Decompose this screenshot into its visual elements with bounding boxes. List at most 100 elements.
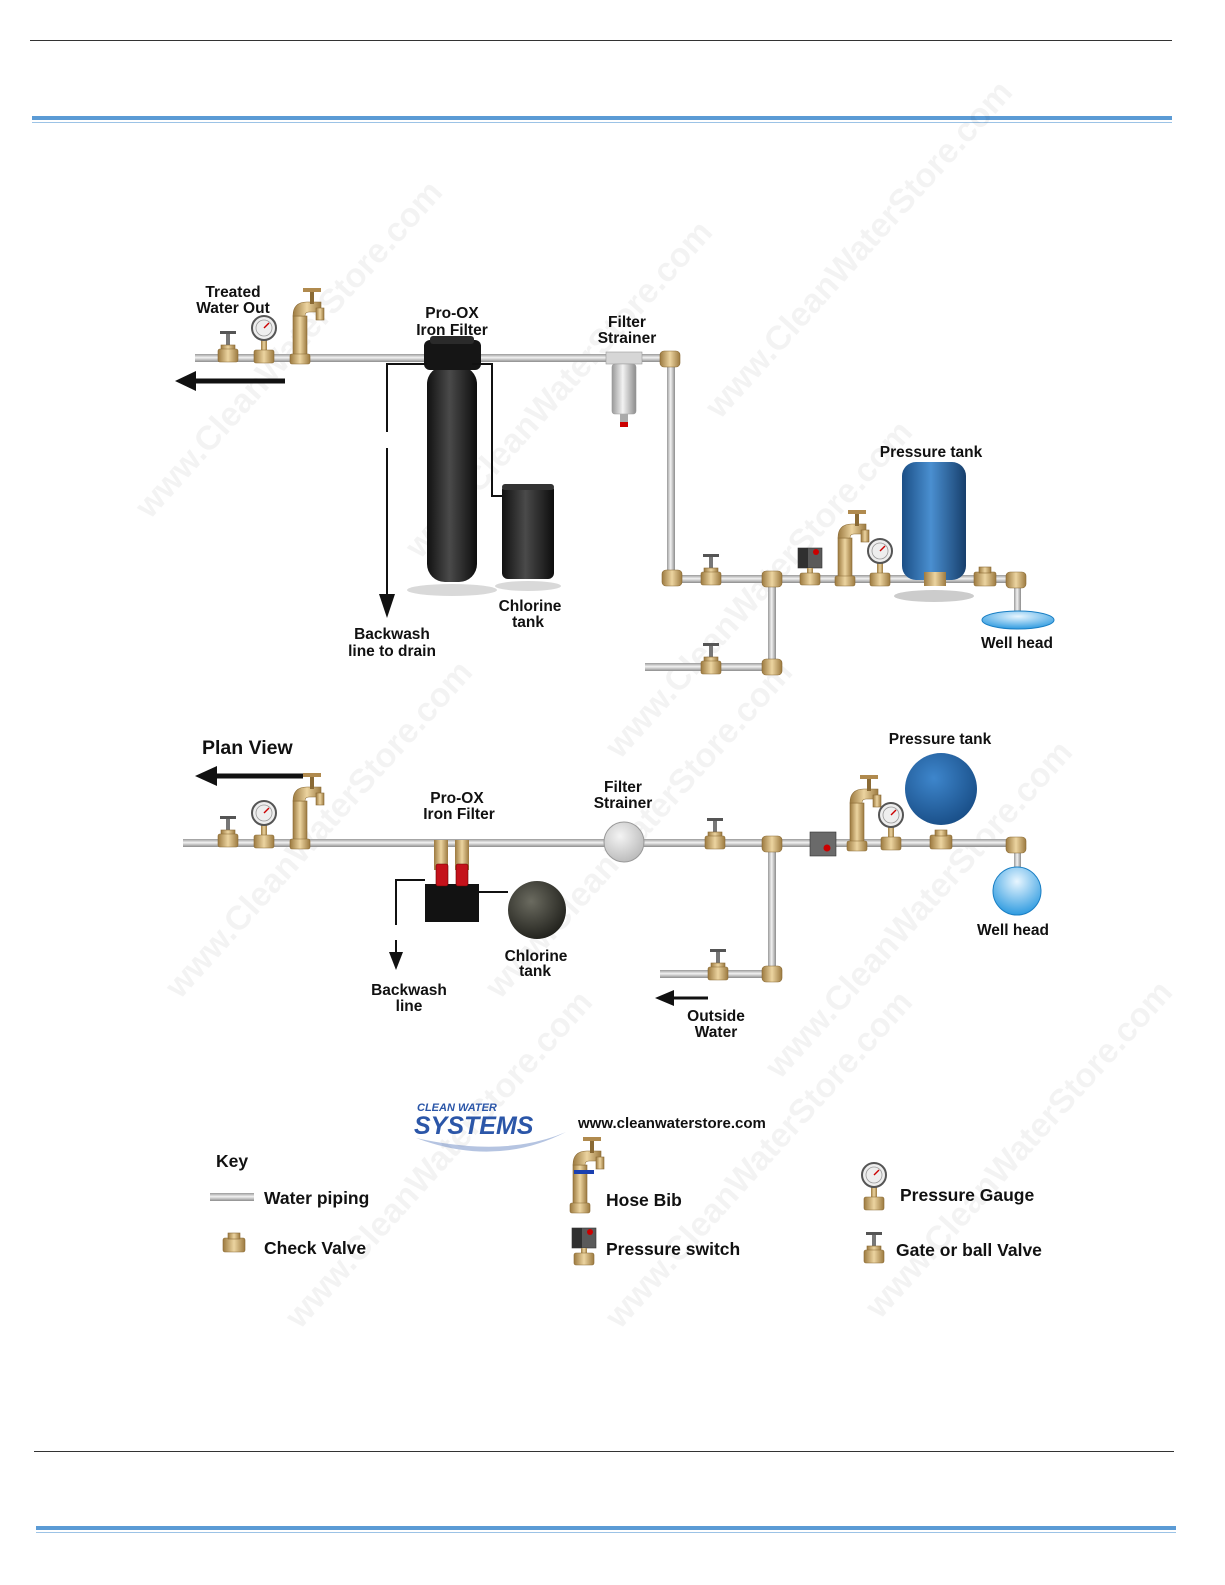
label-backwash: Backwash (371, 982, 447, 999)
logo-line2: SYSTEMS (414, 1112, 534, 1140)
label-treated-water: Water Out (196, 300, 269, 317)
label-filter-strainer: Strainer (598, 330, 657, 347)
label-chlorine-tank: Chlorine (505, 948, 568, 965)
backwash-arrow-head (379, 594, 395, 618)
key-pressure-switch-label: Pressure switch (606, 1239, 740, 1259)
header-top-rule (30, 40, 1172, 41)
pressure-tank (905, 753, 977, 825)
key-hose-bib-icon (569, 1136, 605, 1214)
key-gate-valve-label: Gate or ball Valve (896, 1240, 1042, 1260)
footer-blue-rule (36, 1526, 1176, 1530)
elbow-fitting (1005, 836, 1027, 854)
gate-valve (700, 553, 722, 586)
elbow-fitting (659, 350, 681, 368)
pressure-gauge (878, 802, 904, 851)
key-water-piping-icon (210, 1193, 254, 1201)
pressure-gauge (251, 800, 277, 849)
gate-valve (217, 815, 239, 848)
label-outside-water: Water (695, 1024, 738, 1041)
pressure-tank (894, 462, 974, 602)
gate-valve (704, 817, 726, 850)
backwash-line (395, 879, 425, 925)
key-hose-bib-label: Hose Bib (606, 1190, 682, 1210)
watermark-layer: www.CleanWaterStore.com www.CleanWaterSt… (127, 73, 1180, 1336)
label-treated-water: Treated (205, 284, 260, 301)
well-head (981, 610, 1055, 630)
label-pressure-tank: Pressure tank (889, 731, 992, 748)
elbow-fitting (661, 569, 683, 587)
plan-view: Plan View (183, 731, 1049, 1041)
logo-line1: CLEAN WATER (417, 1102, 497, 1114)
watermark-text: www.CleanWaterStore.com (157, 653, 480, 1006)
footer-blue-rule-thin (36, 1532, 1176, 1533)
pipe (1014, 578, 1021, 616)
watermark-text: www.CleanWaterStore.com (277, 983, 600, 1336)
logo-url: www.cleanwaterstore.com (577, 1115, 766, 1132)
pipe (768, 845, 776, 973)
watermark-text: www.CleanWaterStore.com (857, 973, 1180, 1326)
label-iron-filter: Pro-OX (425, 305, 479, 322)
key-gate-valve-icon (863, 1231, 885, 1264)
label-iron-filter: Iron Filter (416, 322, 487, 339)
backwash-arrow-head (389, 952, 403, 970)
key-title: Key (216, 1151, 248, 1171)
key-pressure-switch-icon (571, 1227, 597, 1266)
filter-strainer (605, 351, 643, 427)
plan-view-title: Plan View (202, 737, 294, 759)
label-backwash: Backwash (354, 626, 430, 643)
label-filter-strainer: Filter (604, 779, 642, 796)
clean-water-systems-logo: CLEAN WATER SYSTEMS www.cleanwaterstore.… (414, 1102, 766, 1152)
watermark-text: www.CleanWaterStore.com (127, 173, 450, 526)
pressure-switch (809, 831, 837, 857)
label-backwash: line (396, 998, 423, 1015)
label-pressure-tank: Pressure tank (880, 444, 983, 461)
label-iron-filter: Iron Filter (423, 806, 494, 823)
gate-valve (217, 330, 239, 363)
label-iron-filter: Pro-OX (430, 790, 484, 807)
label-outside-water: Outside (687, 1008, 745, 1025)
check-valve (973, 566, 997, 587)
pipe (183, 839, 1018, 847)
pipe (1014, 843, 1021, 871)
iron-filter-head (425, 840, 479, 922)
label-well-head: Well head (977, 922, 1049, 939)
check-valve (929, 829, 953, 850)
brine-line (472, 363, 502, 497)
elevation-view: Treated Water Out Pro-OX Iron Filter Fil… (175, 284, 1055, 676)
elbow-fitting (761, 658, 783, 676)
label-chlorine-tank: tank (519, 963, 551, 980)
key-water-piping-label: Water piping (264, 1188, 369, 1208)
label-filter-strainer: Strainer (594, 795, 653, 812)
label-chlorine-tank: tank (512, 614, 544, 631)
label-filter-strainer: Filter (608, 314, 646, 331)
key-check-valve-icon (222, 1232, 246, 1253)
header-blue-rule (32, 116, 1172, 120)
pipe (667, 358, 675, 576)
label-backwash: line to drain (348, 643, 436, 660)
key-check-valve-label: Check Valve (264, 1238, 366, 1258)
flow-arrow-head (655, 990, 674, 1006)
elbow-fitting (761, 965, 783, 983)
backwash-line (386, 363, 427, 432)
legend-key: Key Water piping Check Valve Hose Bib Pr… (210, 1136, 1042, 1266)
flow-arrow-head (195, 766, 217, 786)
header-blue-rule-thin (32, 122, 1172, 123)
chlorine-tank (495, 484, 561, 591)
tee-fitting (761, 570, 783, 588)
label-well-head: Well head (981, 635, 1053, 652)
flow-arrow-head (175, 371, 196, 391)
filter-strainer (603, 821, 645, 863)
key-pressure-gauge-icon (861, 1162, 887, 1211)
iron-filter-tank (407, 336, 497, 596)
tee-fitting (761, 835, 783, 853)
watermark-text: www.CleanWaterStore.com (697, 73, 1020, 426)
chlorine-tank (508, 881, 566, 939)
pipe (768, 580, 776, 668)
pressure-switch (797, 547, 823, 586)
key-pressure-gauge-label: Pressure Gauge (900, 1185, 1034, 1205)
elbow-fitting (1005, 571, 1027, 589)
gate-valve (707, 948, 729, 981)
label-chlorine-tank: Chlorine (499, 598, 562, 615)
pressure-gauge (867, 538, 893, 587)
